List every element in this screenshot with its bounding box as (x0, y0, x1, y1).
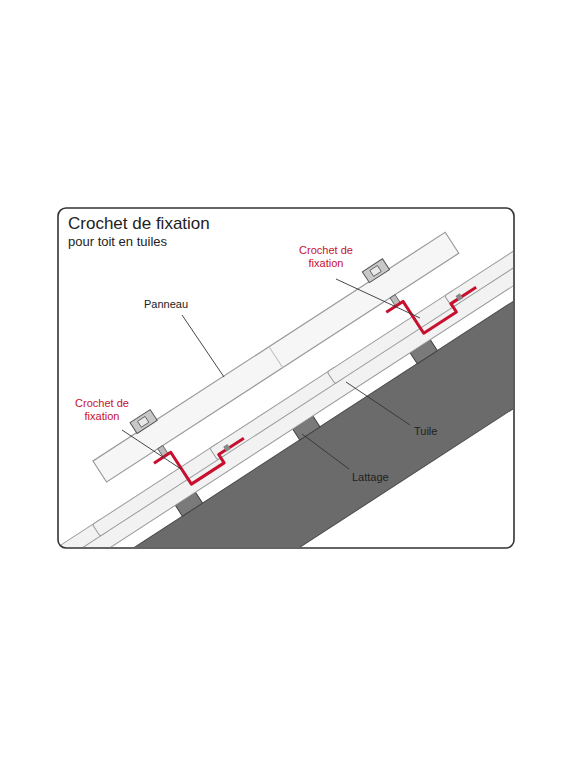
leader-line (182, 315, 224, 377)
frame (58, 208, 514, 548)
hook-screw (456, 293, 463, 301)
leader-lines (122, 279, 420, 469)
tile-layer (59, 209, 513, 547)
roof-section (59, 209, 513, 547)
diagram-title: Crochet de fixation (68, 214, 210, 234)
hook-screw (223, 444, 230, 452)
tile-row (59, 209, 513, 547)
panel-clamp (130, 410, 157, 434)
hook-assembly (128, 375, 249, 495)
tile (445, 214, 513, 307)
panel-clamp (362, 259, 389, 283)
panel-joint (269, 347, 283, 368)
part-label: Crochet de fixation (66, 397, 138, 422)
part-label: Crochet de fixation (290, 244, 362, 269)
part-label: Lattage (352, 471, 389, 484)
roof-rafter (59, 209, 513, 547)
part-label: Tuile (414, 425, 437, 438)
leader-line (336, 279, 420, 318)
roof-hook (154, 415, 249, 495)
diagram-subtitle: pour toit en tuiles (68, 235, 167, 250)
leader-line (346, 382, 410, 425)
part-label: Panneau (144, 298, 188, 311)
clamp-bolt (370, 266, 381, 277)
batten-row (59, 263, 513, 547)
sloped-roof (59, 209, 513, 547)
hook-assembly (361, 224, 482, 344)
roof-hook (386, 264, 481, 344)
leader-line (122, 430, 181, 469)
solar-panel (93, 232, 459, 482)
clamp-bolt (138, 416, 149, 427)
leader-line (302, 434, 349, 469)
